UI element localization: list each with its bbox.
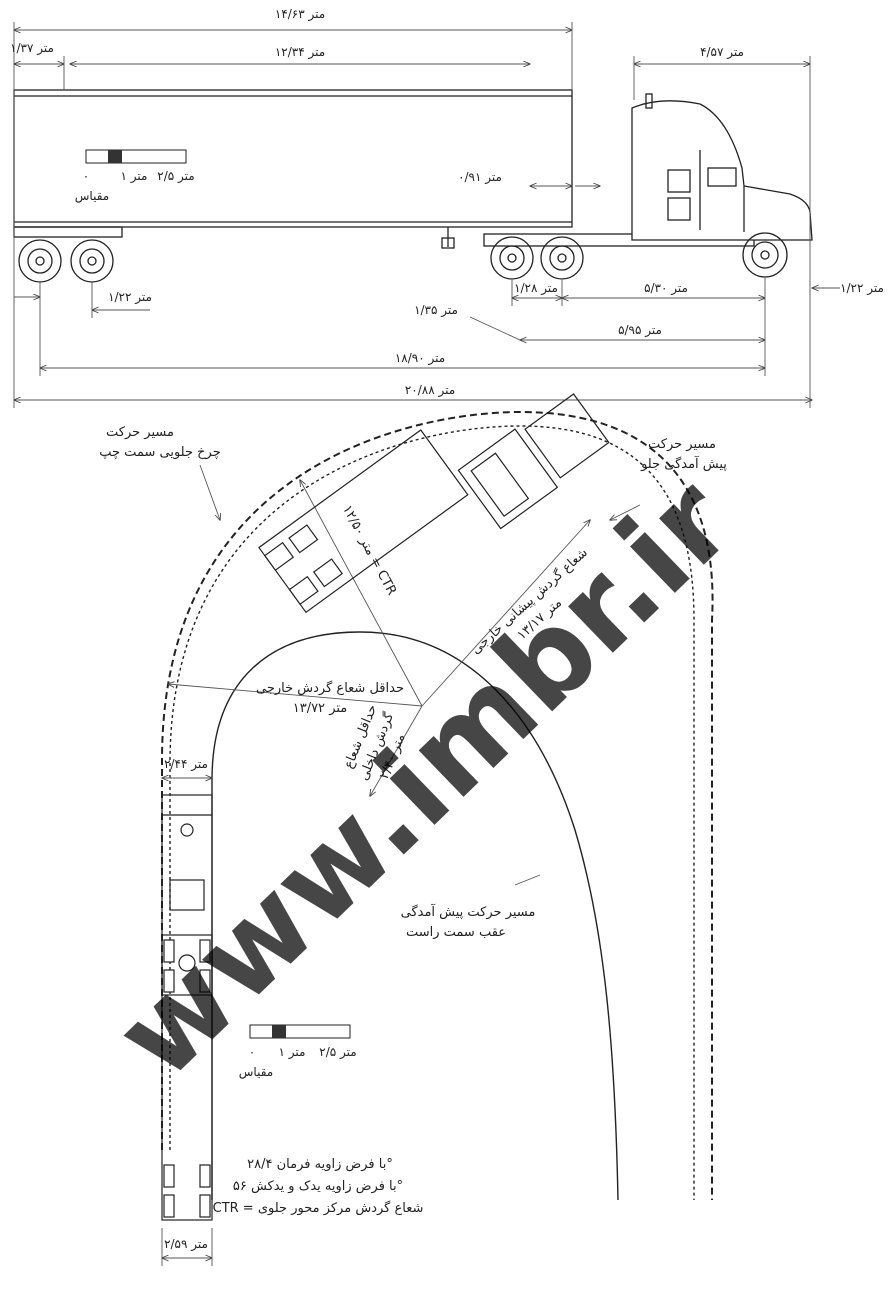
dim-overall-trailer: ۱۴/۶۳ متر [275,7,325,22]
turning-paths [161,410,714,1201]
note-ctr-definition: CTR = شعاع گردش مرکز محور جلوی [213,1200,424,1216]
watermark: www.imbr.ir [89,452,758,1105]
notes: با فرض زاویه فرمان ۲۸/۴° با فرض زاویه ید… [213,1157,424,1216]
truck-side-view [13,89,813,283]
trailer-wheels [18,239,114,283]
tractor-cab [631,100,813,241]
label-front-overhang-1: مسیر حرکت [648,437,716,452]
radius-lines [168,464,641,886]
scale-mark-0-bottom: ۰ [249,1045,255,1059]
vehicle-in-turn [258,393,610,614]
side-dimensions [14,22,840,408]
rear-right-overhang-path [211,631,619,1201]
turning-tractor [457,428,559,530]
turning-trailer [258,429,469,614]
dim-tractor-wheelbase: ۵/۳۰ متر [644,281,688,296]
left-front-wheel-path [161,410,714,1200]
dim-track-width: ۲/۵۹ متر [164,1237,208,1252]
scale-bar-bottom: ۰ ۱ متر ۲/۵ متر مقیاس [239,1024,357,1080]
scale-label: مقیاس [75,189,109,204]
dim-wheelbase-total: ۱۸/۹۰ متر [395,351,445,366]
scale-mark-2: ۲/۵ متر [157,169,194,184]
dim-kingpin-to-front: ۵/۹۵ متر [618,323,662,338]
dim-tractor-length: ۴/۵۷ متر [700,45,744,60]
dim-kingpin-offset: ۰/۹۱ متر [458,170,502,185]
scale-mark-1: ۱ متر [121,169,148,184]
scale-bar-top: ۰ ۱ متر ۲/۵ متر مقیاس [75,149,195,204]
trailer-chassis [13,226,123,238]
label-rear-right-overhang-1: مسیر حرکت پیش آمدگی [401,903,536,920]
dim-front-overhang: ۱/۲۲ متر [840,281,884,296]
label-front-overhang-2: پیش آمدگی جلو [640,455,727,472]
straight-trailer [161,794,213,1221]
scale-label-bottom: مقیاس [239,1065,273,1080]
scale-mark-0: ۰ [83,169,89,183]
dim-rear-overhang: ۱/۳۷ متر [10,41,54,56]
label-rear-right-overhang-2: عقب سمت راست [406,925,506,940]
scale-mark-1-bottom: ۱ متر [279,1045,306,1060]
label-ctr-radius: ۱۲/۵۰ متر = CTR [339,503,399,598]
note-steering-angle: با فرض زاویه فرمان ۲۸/۴° [247,1157,393,1172]
dim-vehicle-width: ۲/۴۴ متر [164,757,208,772]
plan-dimensions [162,778,212,1266]
vehicle-straight [161,794,213,1221]
dim-fifth-wheel-offset: ۱/۳۵ متر [414,303,458,318]
label-min-outer-radius-2: ۱۳/۷۲ متر [293,701,348,716]
tractor-wheels [490,232,788,280]
label-left-front-wheel-1: مسیر حرکت [106,425,174,440]
dim-overall-length: ۲۰/۸۸ متر [405,383,455,398]
label-min-outer-radius-1: حداقل شعاع گردش خارجی [256,680,404,696]
label-left-front-wheel-2: چرخ جلویی سمت چپ [99,445,220,460]
scale-mark-2-bottom: ۲/۵ متر [319,1045,356,1060]
dim-rear-axle-spacing: ۱/۲۲ متر [108,290,152,305]
front-overhang-path [169,425,695,1200]
note-articulation-angle: با فرض زاویه یدک و یدکش ۵۶° [233,1179,403,1194]
dim-tractor-axle-spacing: ۱/۲۸ متر [514,281,558,296]
dim-trailer-inner: ۱۲/۳۴ متر [275,45,325,60]
side-dimension-labels: ۱۴/۶۳ متر ۱۲/۳۴ متر ۱/۳۷ متر ۴/۵۷ متر ۰/… [10,7,884,398]
